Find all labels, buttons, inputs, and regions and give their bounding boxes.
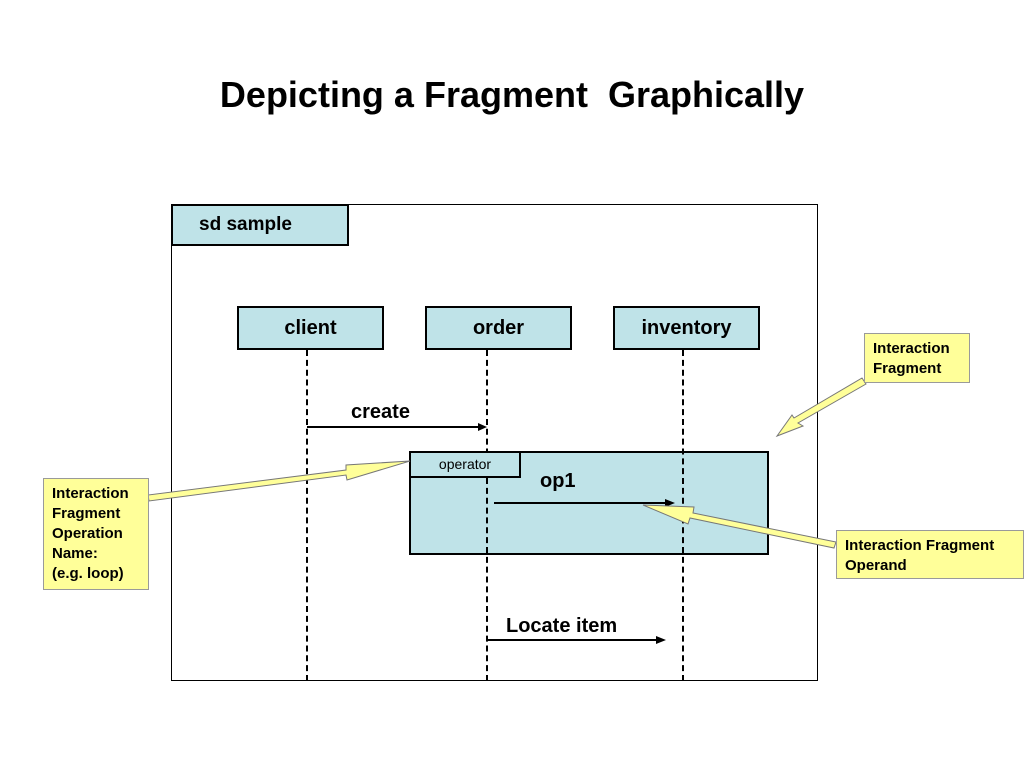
page-title: Depicting a Fragment Graphically xyxy=(219,74,805,115)
callout-line: Operation xyxy=(52,525,123,542)
lifeline-client: client xyxy=(237,306,384,350)
callout-line: Interaction Fragment xyxy=(845,537,995,554)
message-create-arrow xyxy=(307,423,487,431)
callout-line: Interaction xyxy=(52,485,129,502)
order-lifeline-line-inside-fragment xyxy=(486,478,488,553)
sequence-diagram-frame xyxy=(171,204,818,681)
callout-line: Name: xyxy=(52,545,98,562)
callout-line: Fragment xyxy=(52,505,121,522)
frame-name-tag: sd sample xyxy=(171,204,349,246)
callout-line: (e.g. loop) xyxy=(52,565,124,582)
callout-line: Fragment xyxy=(873,360,942,377)
callout-pointer-fragment xyxy=(775,377,867,438)
fragment-operator-tag: operator xyxy=(409,451,521,478)
message-locate-item-label: Locate item xyxy=(506,615,618,637)
callout-pointer-operand xyxy=(642,504,837,549)
callout-line: Operand xyxy=(845,557,907,574)
callout-operand: Interaction Fragment Operand xyxy=(836,530,1024,579)
callout-line: Interaction xyxy=(873,340,950,357)
lifeline-order: order xyxy=(425,306,572,350)
message-op1-label: op1 xyxy=(540,470,576,492)
message-locate-item-arrow xyxy=(488,636,666,644)
message-op1-arrow xyxy=(494,499,675,507)
lifeline-inventory: inventory xyxy=(613,306,760,350)
callout-operation-name: Interaction Fragment Operation Name: (e.… xyxy=(43,478,149,590)
callout-pointer-operator xyxy=(147,460,411,502)
client-lifeline-line xyxy=(306,350,308,681)
callout-interaction-fragment: Interaction Fragment xyxy=(864,333,970,383)
message-create-label: create xyxy=(351,401,410,423)
